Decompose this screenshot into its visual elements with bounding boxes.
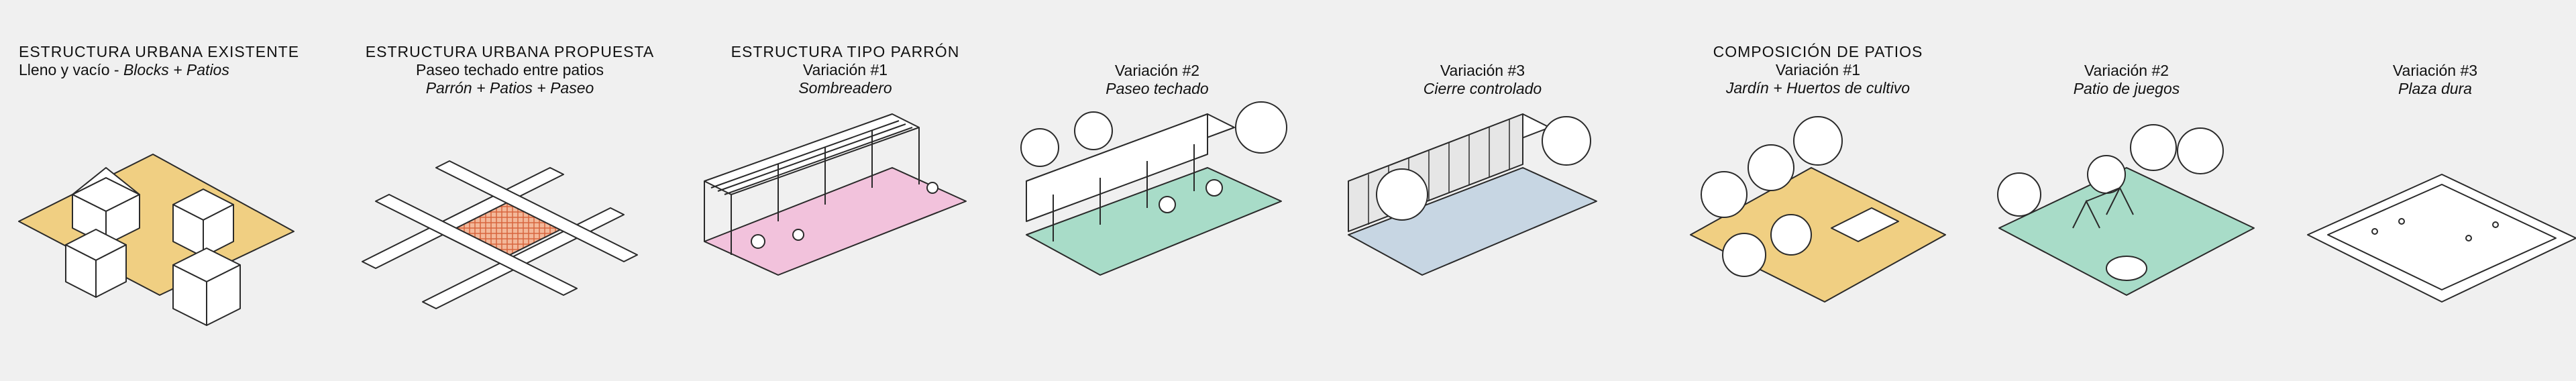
caption-title: Variación #3 bbox=[1440, 62, 1525, 79]
caption-title: Variación #2 bbox=[1114, 62, 1200, 79]
panel-proposed-structure: ESTRUCTURA URBANA PROPUESTA Paseo techad… bbox=[349, 0, 671, 381]
axonometric-paseo-grid bbox=[362, 160, 638, 309]
caption-title: ESTRUCTURA TIPO PARRÓN bbox=[731, 43, 960, 60]
tree bbox=[1997, 172, 2041, 217]
tree bbox=[1793, 116, 1843, 166]
tree bbox=[1074, 111, 1113, 150]
garden-bed bbox=[1831, 207, 1899, 242]
axonometric-paseo-techado bbox=[1020, 101, 1287, 276]
yellow-ground-plane bbox=[18, 154, 294, 296]
axonometric-patio-juegos bbox=[1997, 124, 2255, 296]
walkway-columns bbox=[1053, 144, 1195, 241]
caption-subtitle: Lleno y vacío - Blocks + Patios bbox=[19, 61, 229, 78]
shrub bbox=[1159, 196, 1176, 213]
tree bbox=[1722, 233, 1766, 277]
caption-title: COMPOSICIÓN DE PATIOS bbox=[1713, 43, 1923, 60]
plaza-inner-edge bbox=[2327, 184, 2557, 290]
caption-title: ESTRUCTURA URBANA PROPUESTA bbox=[365, 43, 655, 60]
pergola-columns bbox=[704, 127, 920, 255]
covered-walkway-wall bbox=[1026, 113, 1208, 222]
panel-existing-structure: ESTRUCTURA URBANA EXISTENTE Lleno y vací… bbox=[18, 0, 327, 381]
caption-subtitle: Cierre controlado bbox=[1423, 80, 1542, 97]
panel-caption: Variación #2 Patio de juegos bbox=[1986, 62, 2267, 98]
panel-caption: Variación #3 Plaza dura bbox=[2294, 62, 2576, 98]
tree bbox=[1542, 116, 1591, 166]
tree bbox=[1770, 214, 1812, 256]
mint-ground-plane bbox=[1998, 167, 2255, 296]
building-block bbox=[65, 229, 127, 298]
paseo-strip bbox=[375, 194, 578, 296]
cactus bbox=[926, 182, 938, 194]
caption-subtitle: Paseo techado bbox=[1106, 80, 1209, 97]
axonometric-cierre-controlado bbox=[1348, 113, 1597, 276]
shrub bbox=[1205, 179, 1223, 197]
tree bbox=[1020, 128, 1059, 167]
caption-subtitle: Patio de juegos bbox=[2073, 80, 2180, 97]
axonometric-plaza-dura bbox=[2307, 174, 2576, 303]
panel-caption: ESTRUCTURA URBANA PROPUESTA Paseo techad… bbox=[349, 43, 671, 97]
tree bbox=[2130, 124, 2177, 171]
caption-detail: Jardín + Huertos de cultivo bbox=[1725, 79, 1911, 97]
panel-caption: COMPOSICIÓN DE PATIOS Variación #1 Jardí… bbox=[1677, 43, 1959, 97]
building-block bbox=[172, 248, 241, 326]
blue-ground-plane bbox=[1348, 167, 1597, 276]
panel-caption: Variación #3 Cierre controlado bbox=[1342, 62, 1623, 98]
caption-subtitle: Paseo techado entre patios bbox=[415, 61, 604, 78]
panel-parron-variation-3: Variación #3 Cierre controlado bbox=[1342, 0, 1623, 381]
caption-title: ESTRUCTURA URBANA EXISTENTE bbox=[19, 43, 300, 60]
play-circle bbox=[2106, 256, 2147, 281]
caption-title: Variación #3 bbox=[2392, 62, 2478, 79]
building-block bbox=[172, 188, 234, 258]
panel-parron-variation-2: Variación #2 Paseo techado bbox=[1013, 0, 1301, 381]
panel-patios-variation-3: Variación #3 Plaza dura bbox=[2294, 0, 2576, 381]
pink-ground-plane bbox=[704, 167, 967, 276]
caption-detail: Sombreadero bbox=[798, 79, 892, 97]
caption-title: Variación #2 bbox=[2084, 62, 2169, 79]
caption-subtitle: Plaza dura bbox=[2398, 80, 2472, 97]
caption-subtitle: Variación #1 bbox=[1775, 61, 1861, 78]
panel-parron-variation-1: ESTRUCTURA TIPO PARRÓN Variación #1 Somb… bbox=[698, 0, 993, 381]
panel-patios-variation-2: Variación #2 Patio de juegos bbox=[1986, 0, 2267, 381]
axonometric-blocks-patios bbox=[18, 154, 294, 326]
tree bbox=[1376, 168, 1428, 221]
caption-detail: Parrón + Patios + Paseo bbox=[425, 79, 594, 97]
shrub bbox=[751, 234, 765, 249]
panel-caption: ESTRUCTURA TIPO PARRÓN Variación #1 Somb… bbox=[698, 43, 993, 97]
axonometric-jardin-huertos bbox=[1690, 116, 1946, 303]
tree bbox=[1701, 171, 1748, 218]
panel-caption: ESTRUCTURA URBANA EXISTENTE Lleno y vací… bbox=[19, 43, 327, 79]
tree bbox=[1235, 101, 1287, 154]
people-figures bbox=[2371, 218, 2499, 241]
pergola-slats bbox=[710, 120, 913, 195]
paseo-strip bbox=[435, 160, 638, 262]
axonometric-sombreadero bbox=[704, 113, 967, 276]
panel-caption: Variación #2 Paseo techado bbox=[1013, 62, 1301, 98]
tree bbox=[2177, 127, 2224, 174]
panel-patios-variation-1: COMPOSICIÓN DE PATIOS Variación #1 Jardí… bbox=[1677, 0, 1959, 381]
caption-subtitle: Variación #1 bbox=[802, 61, 888, 78]
swing-set bbox=[2072, 186, 2134, 229]
tree bbox=[1748, 144, 1794, 191]
cactus bbox=[792, 229, 804, 241]
